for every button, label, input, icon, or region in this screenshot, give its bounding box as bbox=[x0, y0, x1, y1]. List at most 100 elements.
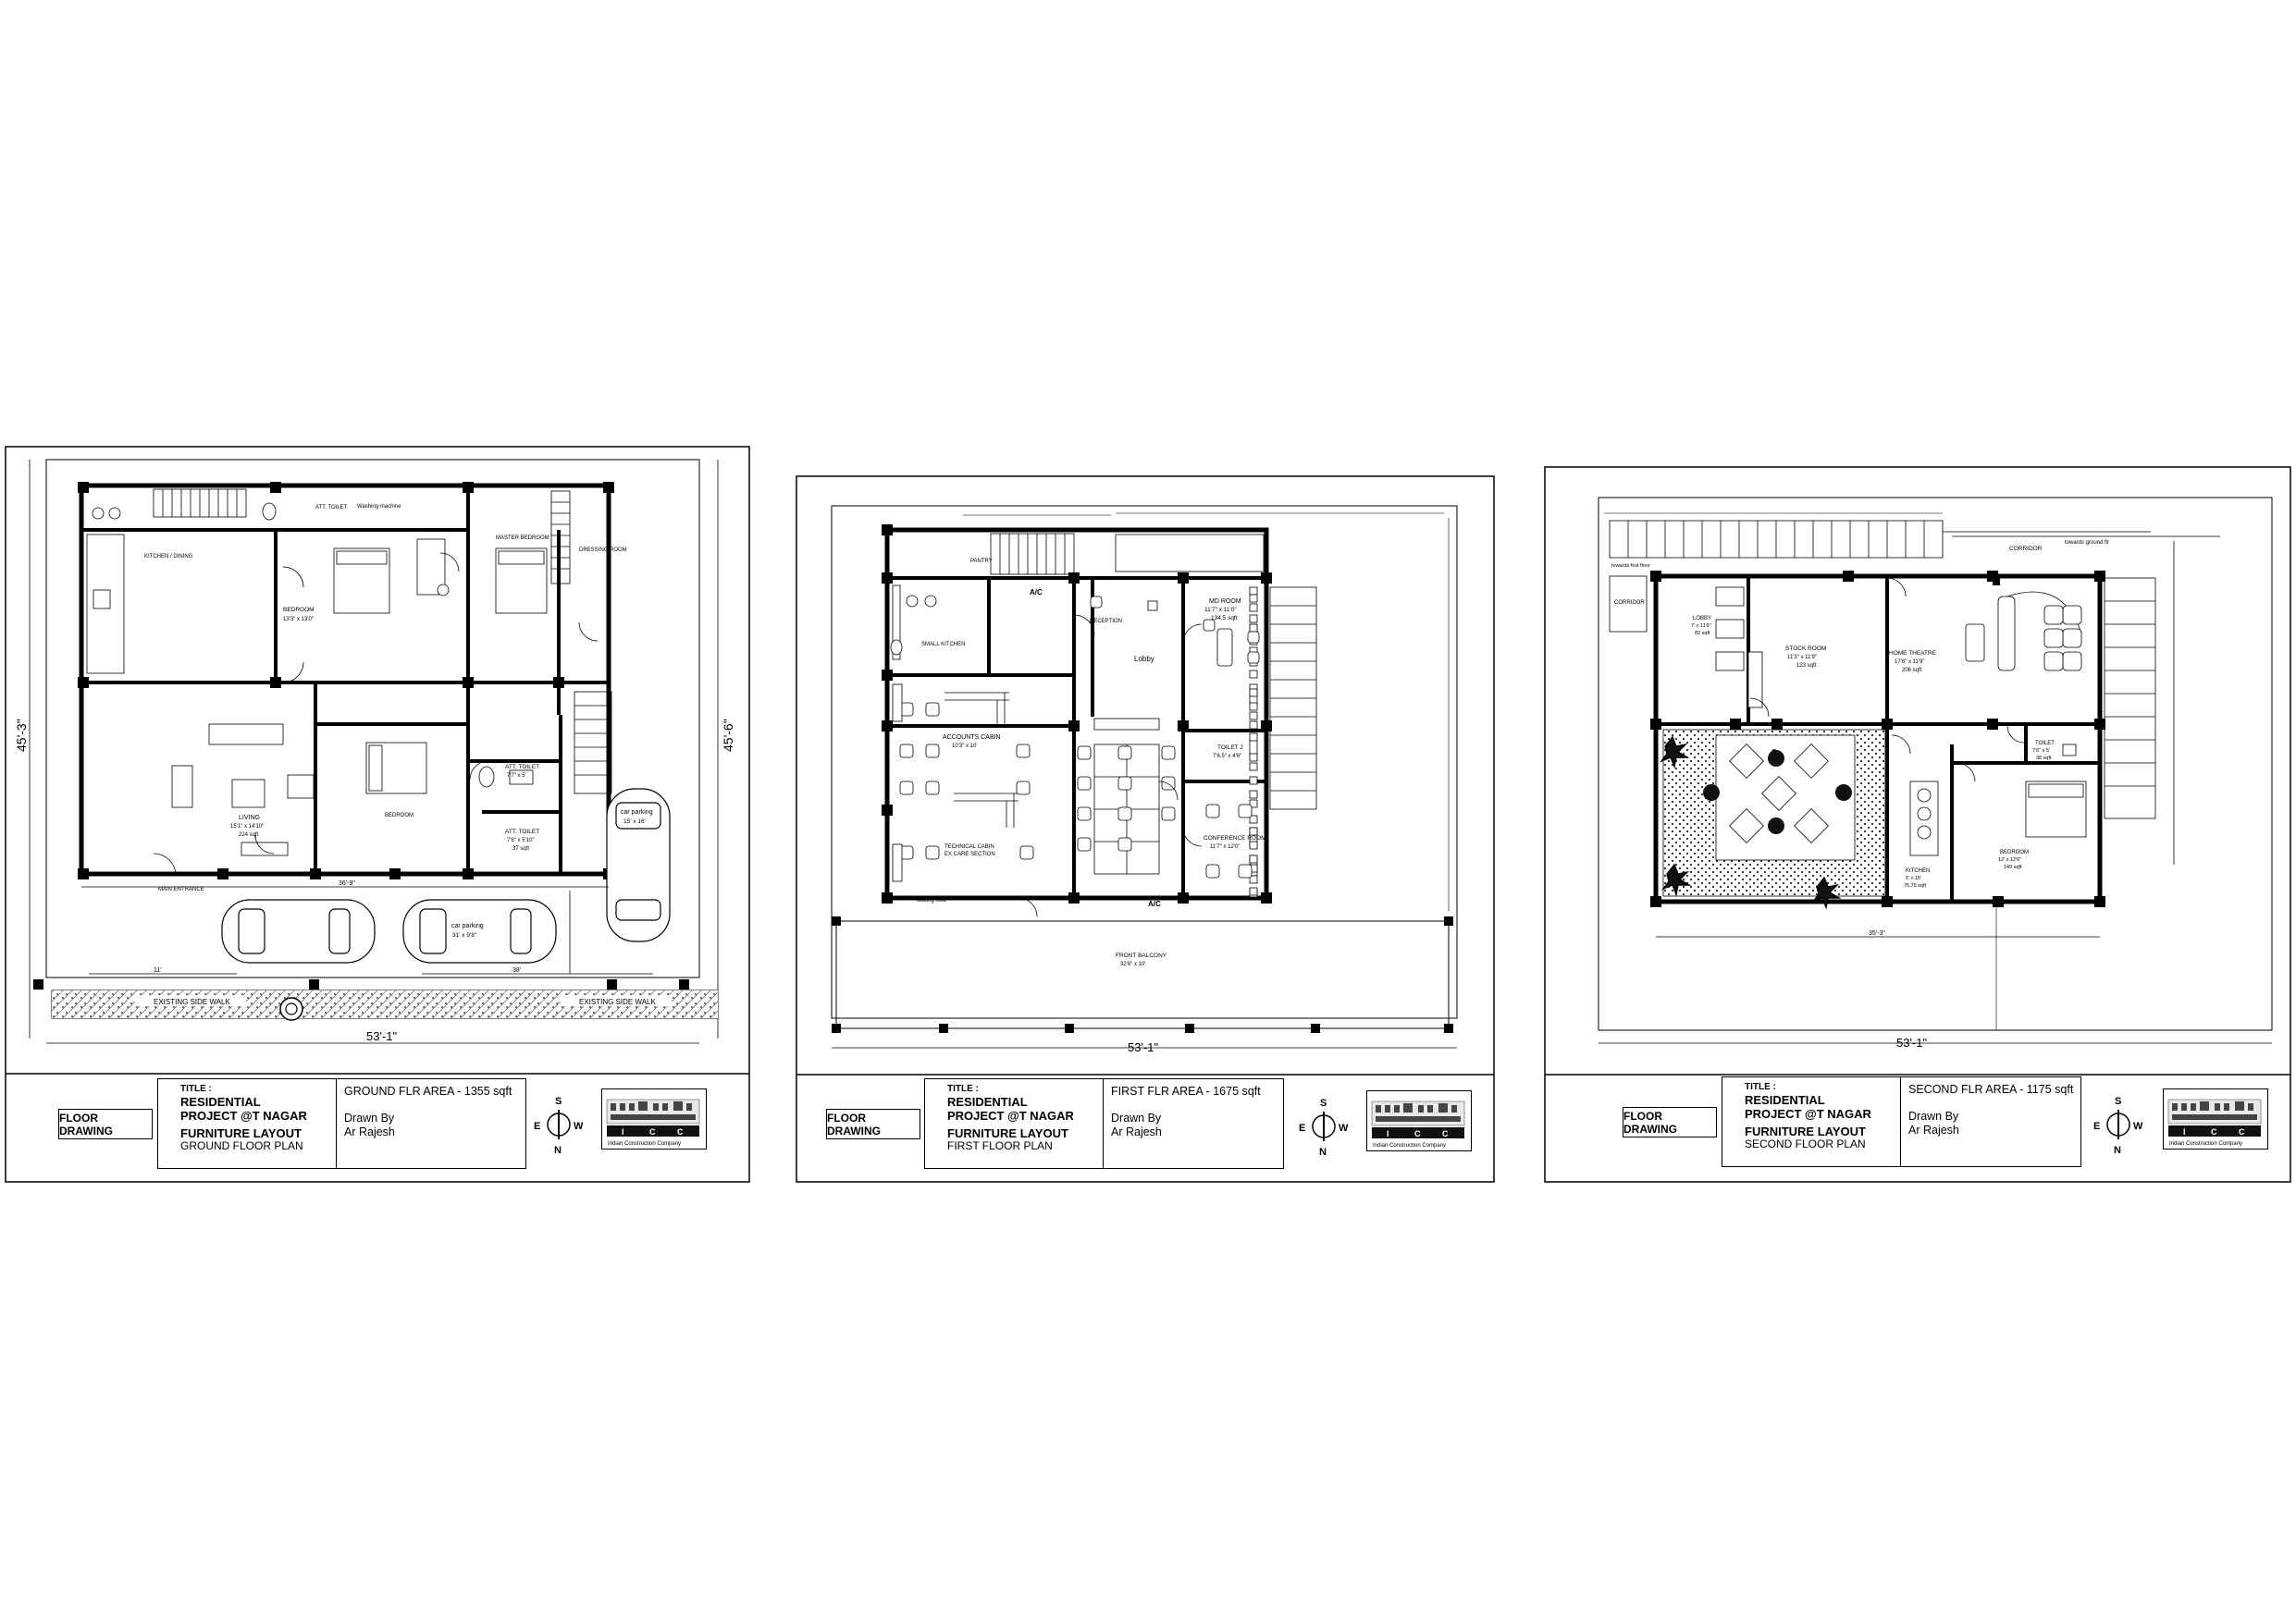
towards-ground: towards ground flr bbox=[2065, 540, 2109, 546]
svg-text:C: C bbox=[2239, 1127, 2245, 1137]
room-toilet-2: TOILET 2 bbox=[1217, 744, 1243, 751]
room-md-area: 134.5 sqft bbox=[1211, 615, 1238, 621]
room-living-size: 15'1" x 14'10" bbox=[230, 824, 264, 830]
svg-text:E: E bbox=[2093, 1121, 2100, 1132]
corridor-left: CORRIDOR bbox=[1614, 600, 1645, 606]
room-stock: STOCK ROOM bbox=[1785, 646, 1826, 652]
layout-name: FURNITURE LAYOUT bbox=[947, 1126, 1068, 1140]
compass-icon: S E W N bbox=[534, 1096, 584, 1156]
project-name: RESIDENTIAL PROJECT @T NAGAR bbox=[947, 1095, 1074, 1123]
sheet-first-floor: PANTRY SMALL KITCHEN RECEPTION Lobby MD … bbox=[796, 475, 1495, 1183]
room-toilet-2-size: 7'6.5" x 4'6" bbox=[1213, 754, 1241, 759]
room-bedroom-1-size: 13'3" x 13'0" bbox=[283, 617, 314, 622]
title-label: TITLE : bbox=[180, 1084, 212, 1094]
room-att-toilet-top: ATT. TOILET bbox=[315, 505, 348, 510]
floor-area: GROUND FLR AREA - 1355 sqft bbox=[344, 1085, 512, 1098]
dim-d1: 11' bbox=[154, 967, 162, 974]
svg-text:N: N bbox=[2114, 1145, 2121, 1156]
room-stock-size: 11'3" x 11'9" bbox=[1787, 655, 1817, 660]
dim-d2: 38' bbox=[512, 967, 521, 974]
drawn-by: Drawn By bbox=[1111, 1112, 1162, 1125]
main-entrance: MAIN ENTRANCE bbox=[158, 887, 204, 892]
area-block: GROUND FLR AREA - 1355 sqft Drawn By Ar … bbox=[336, 1078, 526, 1169]
floor-name: FIRST FLOOR PLAN bbox=[947, 1139, 1053, 1152]
project-name: RESIDENTIAL PROJECT @T NAGAR bbox=[1745, 1093, 1871, 1121]
room-att-toilet-1: ATT. TOILET bbox=[505, 764, 539, 770]
dim-left: 45'-3" bbox=[14, 719, 29, 752]
room-reception: RECEPTION bbox=[1090, 619, 1122, 624]
ac-label-2: A/C bbox=[1148, 900, 1161, 908]
room-bedroom-area: 149 sqft bbox=[2004, 865, 2022, 870]
svg-text:C: C bbox=[677, 1127, 684, 1137]
room-stock-area: 123 sqft bbox=[1796, 663, 1817, 669]
room-waiting: waiting sofa bbox=[916, 898, 946, 904]
company-logo: I C C Indian Construction Company bbox=[601, 1088, 707, 1150]
room-small-kitchen: SMALL KITCHEN bbox=[921, 642, 965, 647]
floor-drawing-label: FLOOR DRAWING bbox=[826, 1109, 920, 1139]
floor-area: FIRST FLR AREA - 1675 sqft bbox=[1111, 1085, 1261, 1098]
room-front-balcony: FRONT BALCONY bbox=[1116, 953, 1167, 959]
car-parking-front: car parking bbox=[451, 923, 484, 929]
title-label: TITLE : bbox=[1745, 1082, 1776, 1092]
area-block: SECOND FLR AREA - 1175 sqft Drawn By Ar … bbox=[1900, 1076, 2081, 1167]
room-lobby-area: 82 sqft bbox=[1695, 631, 1710, 636]
room-home-theatre: HOME THEATRE bbox=[1889, 650, 1937, 657]
floor-drawing-label: FLOOR DRAWING bbox=[1623, 1107, 1717, 1137]
svg-text:Indian Construction Company: Indian Construction Company bbox=[2169, 1141, 2242, 1147]
architect: Ar Rajesh bbox=[1908, 1124, 1959, 1137]
svg-text:Indian Construction Company: Indian Construction Company bbox=[608, 1141, 681, 1147]
sheet-ground-floor: ATT. TOILET Washing machine MASTER BEDRO… bbox=[5, 446, 750, 1183]
sidewalk-right: EXISTING SIDE WALK bbox=[579, 998, 656, 1006]
room-toilet: TOILET bbox=[2035, 741, 2055, 746]
area-block: FIRST FLR AREA - 1675 sqft Drawn By Ar R… bbox=[1103, 1078, 1284, 1169]
room-technical: TECHNICAL CABIN bbox=[944, 844, 994, 850]
title-block: TITLE : RESIDENTIAL PROJECT @T NAGAR FUR… bbox=[1722, 1076, 1901, 1167]
svg-text:W: W bbox=[2133, 1121, 2143, 1132]
room-home-theatre-area: 206 sqft bbox=[1902, 668, 1922, 673]
architect: Ar Rajesh bbox=[1111, 1125, 1162, 1138]
room-kitchen-area: 75.75 sqft bbox=[1904, 883, 1927, 889]
svg-text:W: W bbox=[1339, 1123, 1349, 1134]
svg-text:I: I bbox=[2183, 1127, 2186, 1137]
room-att-toilet-2-size: 7'6" x 5'10" bbox=[507, 838, 535, 843]
title-block: TITLE : RESIDENTIAL PROJECT @T NAGAR FUR… bbox=[157, 1078, 337, 1169]
room-toilet-size: 7'6" x 5' bbox=[2032, 748, 2050, 754]
car-parking-side-size: 15' x 16' bbox=[623, 818, 646, 825]
room-front-balcony-size: 32'6" x 10' bbox=[1120, 962, 1145, 967]
room-pantry: PANTRY bbox=[970, 559, 993, 564]
room-kitchen-dining: KITCHEN / DINING bbox=[144, 554, 193, 559]
room-bedroom-2: BEDROOM bbox=[385, 813, 414, 818]
car-parking-front-size: 31' x 9'8" bbox=[452, 932, 477, 939]
room-bedroom-size: 12' x 12'6" bbox=[1998, 857, 2021, 863]
svg-text:C: C bbox=[649, 1127, 656, 1137]
room-att-toilet-1-size: 7'7" x 5' bbox=[507, 773, 526, 779]
floor-drawing-label: FLOOR DRAWING bbox=[58, 1109, 153, 1139]
dim-width: 53'-1" bbox=[1128, 1040, 1159, 1054]
compass-icon: S E W N bbox=[2093, 1096, 2143, 1156]
dim-inner: 35'-3" bbox=[1869, 930, 1885, 937]
svg-text:W: W bbox=[574, 1121, 584, 1132]
svg-text:C: C bbox=[2211, 1127, 2217, 1137]
drawn-by: Drawn By bbox=[344, 1112, 395, 1125]
room-md-size: 11'7" x 11'0" bbox=[1204, 607, 1237, 613]
svg-text:C: C bbox=[1414, 1129, 1421, 1138]
room-att-toilet-2: ATT. TOILET bbox=[505, 829, 539, 835]
ground-floor-plan: ATT. TOILET Washing machine MASTER BEDRO… bbox=[5, 446, 750, 1183]
room-bedroom-1: BEDROOM bbox=[283, 607, 315, 613]
room-md: MD ROOM bbox=[1209, 598, 1241, 605]
svg-text:N: N bbox=[1319, 1147, 1327, 1158]
floor-name: GROUND FLOOR PLAN bbox=[180, 1139, 303, 1152]
svg-text:I: I bbox=[622, 1127, 624, 1137]
svg-text:E: E bbox=[1299, 1123, 1305, 1134]
second-floor-plan: towards first floor CORRIDOR CORRIDOR to… bbox=[1544, 466, 2291, 1183]
room-kitchen: KITCHEN bbox=[1906, 868, 1930, 874]
company-logo: I C C Indian Construction Company bbox=[1366, 1090, 1472, 1151]
room-master-bedroom: MASTER BEDROOM bbox=[496, 535, 549, 541]
dim-right: 45'-6" bbox=[721, 719, 735, 752]
room-technical-sub: EX CARE SECTION bbox=[944, 852, 995, 857]
room-accounts: ACCOUNTS CABIN bbox=[943, 734, 1001, 741]
room-lobby: Lobby bbox=[1134, 655, 1154, 663]
floor-area: SECOND FLR AREA - 1175 sqft bbox=[1908, 1083, 2074, 1096]
ac-label-1: A/C bbox=[1030, 588, 1043, 596]
svg-text:C: C bbox=[1442, 1129, 1449, 1138]
